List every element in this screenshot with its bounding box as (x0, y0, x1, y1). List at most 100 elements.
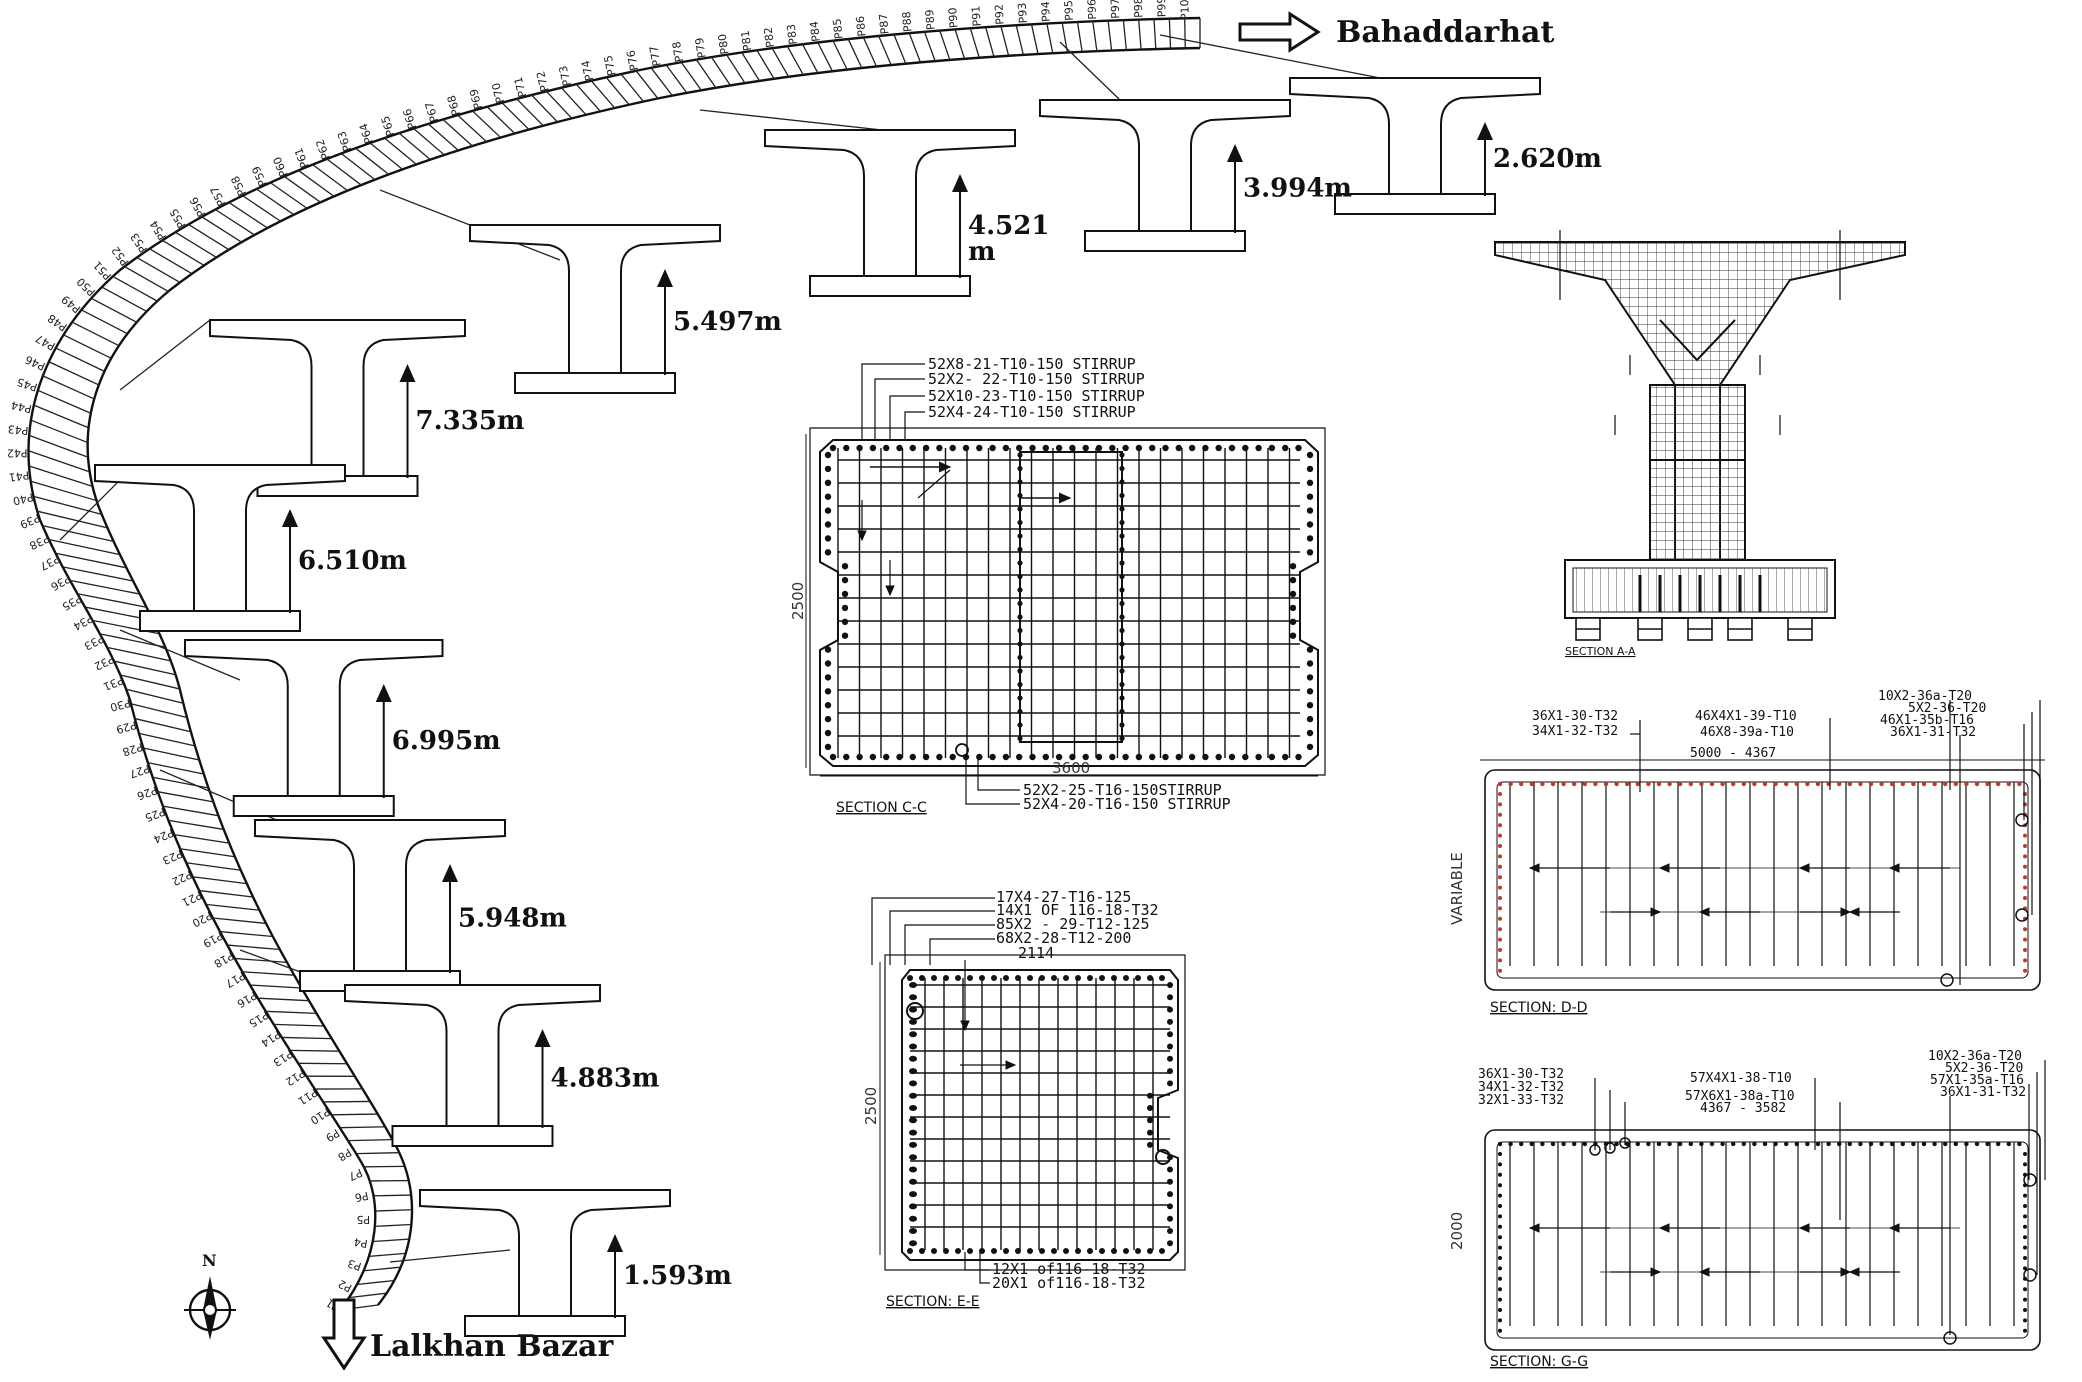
pier-tag: P7 (347, 1166, 365, 1183)
rebar-dot (1099, 1248, 1105, 1254)
rebar-dot (1709, 781, 1715, 787)
rebar-dot (1985, 1141, 1990, 1147)
rebar-dot (1752, 1141, 1757, 1147)
rebar-dot (1529, 781, 1535, 787)
rebar-dot (1572, 1141, 1577, 1147)
rebar-dot (869, 753, 877, 761)
rebar-dot (1900, 1141, 1906, 1147)
ee-callout-1: 17X4-27-T16-125 (996, 888, 1131, 906)
pier-tag: P62 (313, 137, 332, 161)
section-ee (871, 897, 1186, 1284)
pier-tag: P30 (109, 696, 132, 714)
span-joint (179, 848, 235, 858)
pier-tag: P10 (308, 1105, 332, 1127)
rebar-dot (919, 1248, 925, 1254)
rebar-dot (1075, 975, 1081, 981)
rebar-dot (1890, 1141, 1895, 1147)
rebar-dot (869, 444, 877, 452)
span-joint (368, 1252, 406, 1258)
rebar-dot (1149, 444, 1156, 452)
ee-title: SECTION: E-E (886, 1294, 980, 1310)
section-gg (1484, 1060, 2046, 1351)
span-joint (106, 646, 171, 662)
rebar-dot (909, 1092, 917, 1099)
span-joint (42, 375, 95, 400)
rebar-dot (824, 674, 832, 681)
rebar-dot (1582, 1141, 1588, 1147)
rebar-dot (2023, 1328, 2027, 1333)
pier-height-unit: m (968, 237, 996, 267)
pier-tag: P24 (151, 826, 175, 846)
pier-tag: P81 (739, 30, 755, 52)
rebar-dot (1111, 1248, 1117, 1254)
pier-tag: P41 (8, 468, 30, 483)
pier-tag: P74 (579, 59, 596, 82)
span-joint (174, 231, 217, 258)
rebar-dot (824, 729, 832, 737)
pier-tag: P89 (923, 9, 938, 31)
pier-tag: P18 (212, 949, 236, 970)
span-joint (340, 152, 376, 181)
rebar-dot (1055, 444, 1063, 452)
span-joint (136, 256, 181, 283)
rebar-dot (1498, 792, 1502, 796)
rebar-dot (991, 1248, 997, 1254)
rebar-dot (1625, 781, 1630, 787)
rebar-dot (841, 632, 849, 639)
pier-tag: P27 (128, 762, 152, 781)
span-joint (147, 762, 204, 775)
rebar-dot (1167, 1215, 1173, 1222)
pier-tag: P56 (187, 195, 208, 219)
pier-tag: P84 (808, 20, 823, 42)
rebar-dot (1497, 781, 1503, 787)
rebar-dot (1082, 753, 1089, 761)
rebar-dot (1016, 444, 1023, 452)
rebar-dot (1805, 1141, 1810, 1147)
rebar-dot (1122, 753, 1129, 761)
rebar-dot (1242, 444, 1249, 452)
ee-height-dim: 2500 (862, 1087, 880, 1125)
rebar-dot (1911, 781, 1916, 787)
span-joint (486, 106, 516, 134)
span-joint (289, 1049, 340, 1052)
pier-tag: P38 (27, 532, 51, 553)
span-joint (28, 465, 93, 487)
rebar-dot (1699, 1141, 1704, 1147)
rebar-dot (1306, 493, 1314, 500)
rebar-dot (1147, 1092, 1153, 1099)
span-joint (63, 334, 112, 359)
rebar-dot (1974, 781, 1980, 787)
cc-callout-6: 52X4-20-T16-150 STIRRUP (1023, 795, 1231, 813)
rebar-dot (856, 753, 863, 761)
rebar-dot (824, 507, 832, 514)
rebar-dot (2023, 948, 2027, 952)
span-joint (457, 114, 487, 143)
rebar-dot (2023, 1297, 2027, 1302)
rebar-dot (1042, 444, 1050, 452)
span-joint (786, 45, 804, 76)
pier-tag: P100 (1178, 0, 1192, 20)
pier-tag: P4 (353, 1235, 369, 1250)
rebar-dot (1508, 781, 1513, 787)
rebar-dot (1561, 1141, 1566, 1147)
pier-tag: P79 (693, 37, 709, 59)
span-joint (124, 265, 169, 292)
rebar-dot (1498, 896, 1502, 900)
rebar-dot (1731, 781, 1736, 787)
rebar-dot (1175, 753, 1183, 761)
rebar-dot (976, 753, 983, 761)
rebar-dot (824, 479, 832, 486)
span-joint (878, 35, 892, 66)
span-joint (847, 38, 863, 69)
rebar-dot (1667, 1141, 1672, 1147)
rebar-dot (1773, 1141, 1778, 1147)
span-joint (771, 47, 790, 78)
pier-tag: P61 (292, 146, 312, 170)
rebar-dot (936, 444, 943, 452)
rebar-dot (1805, 781, 1810, 787)
rebar-dot (1741, 1141, 1747, 1147)
span-joint (228, 201, 268, 229)
span-joint (1000, 26, 1010, 56)
